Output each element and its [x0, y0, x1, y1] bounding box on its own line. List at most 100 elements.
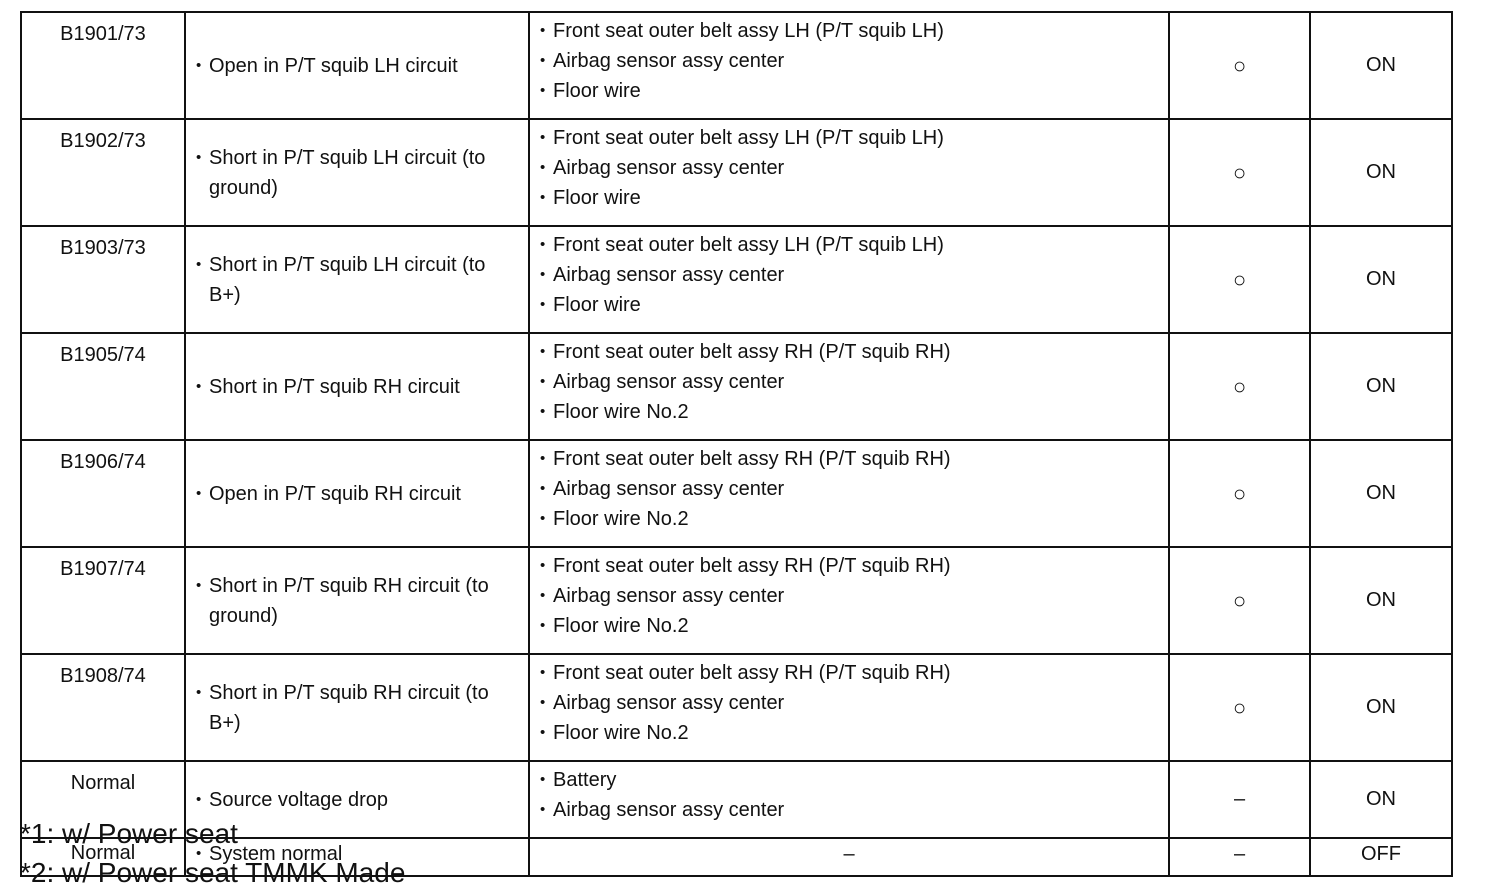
- bullet-icon: •: [196, 790, 202, 808]
- bullet-icon: •: [540, 771, 546, 788]
- bullet-icon: •: [540, 801, 546, 818]
- detection-mark-cell: ○: [1168, 118, 1311, 227]
- malfunction-cause-cell: •Short in P/T squib RH circuit (to B+): [184, 653, 530, 762]
- part-text: Floor wire No.2: [553, 401, 689, 423]
- bullet-icon: •: [540, 52, 546, 69]
- warning-light-status-cell: ON: [1309, 118, 1453, 227]
- cause-text: Short in P/T squib RH circuit (to ground…: [209, 574, 489, 627]
- bullet-icon: •: [540, 480, 546, 497]
- warning-light-status-cell: ON: [1309, 439, 1453, 548]
- table-row: B1908/74 •Short in P/T squib RH circuit …: [20, 653, 1453, 762]
- table-row: B1901/73 •Open in P/T squib LH circuit •…: [20, 11, 1453, 120]
- detection-mark-cell: ○: [1168, 11, 1311, 120]
- table-row: B1907/74 • Short in P/T squib RH circuit …: [20, 546, 1453, 655]
- dtc-code-cell: Normal: [20, 760, 186, 839]
- part-text: Front seat outer belt assy RH (P/T squib…: [553, 555, 951, 577]
- bullet-icon: •: [540, 189, 546, 206]
- bullet-icon: •: [540, 343, 546, 360]
- bullet-icon: •: [196, 56, 202, 74]
- bullet-icon: •: [540, 450, 546, 467]
- part-text: Front seat outer belt assy LH (P/T squib…: [553, 234, 944, 256]
- bullet-icon: •: [540, 664, 546, 681]
- bullet-icon: •: [540, 296, 546, 313]
- trouble-area-cell: • Front seat outer belt assy LH (P/T squi…: [528, 118, 1170, 227]
- bullet-icon: •: [196, 377, 202, 395]
- dtc-table: B1901/73 •Open in P/T squib LH circuit •…: [20, 11, 1453, 877]
- circle-mark-icon: ○: [1232, 480, 1247, 506]
- bullet-icon: •: [540, 266, 546, 283]
- malfunction-cause-cell: • Short in P/T squib RH circuit: [184, 332, 530, 441]
- table-row: B1902/73 • Short in P/T squib LH circuit …: [20, 118, 1453, 227]
- detection-mark-cell: –: [1168, 837, 1311, 877]
- warning-light-status-cell: ON: [1309, 225, 1453, 334]
- dtc-code-cell: B1905/74: [20, 332, 186, 441]
- dtc-code-cell: B1906/74: [20, 439, 186, 548]
- dtc-code-cell: B1903/73: [20, 225, 186, 334]
- part-text: Airbag sensor assy center: [553, 799, 785, 821]
- bullet-icon: •: [540, 22, 546, 39]
- cause-text: Open in P/T squib LH circuit: [209, 54, 458, 77]
- bullet-icon: •: [540, 587, 546, 604]
- dtc-code-cell: B1902/73: [20, 118, 186, 227]
- warning-light-status-cell: ON: [1309, 11, 1453, 120]
- malfunction-cause-cell: •System normal: [184, 837, 530, 877]
- circle-mark-icon: ○: [1232, 694, 1247, 720]
- cause-text: Source voltage drop: [209, 788, 389, 811]
- malfunction-cause-cell: • Short in P/T squib LH circuit (to groun…: [184, 118, 530, 227]
- detection-mark-cell: ○: [1168, 225, 1311, 334]
- bullet-icon: •: [196, 683, 202, 701]
- bullet-icon: •: [196, 576, 202, 594]
- circle-mark-icon: ○: [1232, 266, 1247, 292]
- trouble-area-cell: •Front seat outer belt assy RH (P/T squi…: [528, 332, 1170, 441]
- detection-mark-cell: ○: [1168, 439, 1311, 548]
- bullet-icon: •: [540, 159, 546, 176]
- trouble-area-cell: • Front seat outer belt assy RH (P/T squi…: [528, 439, 1170, 548]
- part-text: Floor wire: [553, 187, 641, 209]
- warning-light-status-cell: ON: [1309, 653, 1453, 762]
- circle-mark-icon: ○: [1232, 159, 1247, 185]
- part-text: Floor wire No.2: [553, 615, 689, 637]
- part-text: Front seat outer belt assy LH (P/T squib…: [553, 20, 944, 42]
- bullet-icon: •: [540, 403, 546, 420]
- warning-light-status-cell: OFF: [1309, 837, 1453, 877]
- dtc-code-cell: B1907/74: [20, 546, 186, 655]
- warning-light-status-cell: ON: [1309, 760, 1453, 839]
- circle-mark-icon: ○: [1232, 373, 1247, 399]
- bullet-icon: •: [540, 724, 546, 741]
- detection-mark-cell: –: [1168, 760, 1311, 839]
- bullet-icon: •: [540, 557, 546, 574]
- bullet-icon: •: [540, 510, 546, 527]
- part-text: Front seat outer belt assy RH (P/T squib…: [553, 448, 951, 470]
- part-text: Airbag sensor assy center: [553, 371, 785, 393]
- table-row: Normal •System normal – – OFF: [20, 837, 1453, 877]
- cause-text: Short in P/T squib RH circuit: [209, 375, 460, 398]
- trouble-area-cell: –: [528, 837, 1170, 877]
- cause-text: Open in P/T squib RH circuit: [209, 482, 461, 505]
- detection-mark-cell: ○: [1168, 653, 1311, 762]
- part-text: Floor wire No.2: [553, 722, 689, 744]
- warning-light-status-cell: ON: [1309, 546, 1453, 655]
- bullet-icon: •: [540, 129, 546, 146]
- cause-text: Short in P/T squib LH circuit (to ground…: [209, 146, 486, 199]
- malfunction-cause-cell: • Open in P/T squib LH circuit: [184, 11, 530, 120]
- table-row: Normal •Source voltage drop •Battery •Ai…: [20, 760, 1453, 839]
- part-text: Front seat outer belt assy LH (P/T squib…: [553, 127, 944, 149]
- footnote-1: *1: w/ Power seat: [20, 818, 238, 849]
- circle-mark-icon: ○: [1232, 52, 1247, 78]
- table-row: B1905/74 •Short in P/T squib RH circuit …: [20, 332, 1453, 441]
- part-text: Floor wire: [553, 294, 641, 316]
- table-row: B1903/73 •Short in P/T squib LH circuit …: [20, 225, 1453, 334]
- bullet-icon: •: [196, 845, 202, 862]
- part-text: Floor wire No.2: [553, 508, 689, 530]
- bullet-icon: •: [540, 694, 546, 711]
- bullet-icon: •: [196, 484, 202, 502]
- part-text: Airbag sensor assy center: [553, 50, 785, 72]
- malfunction-cause-cell: • Source voltage drop: [184, 760, 530, 839]
- part-text: Airbag sensor assy center: [553, 478, 785, 500]
- warning-light-status-cell: ON: [1309, 332, 1453, 441]
- dtc-code-cell: B1908/74: [20, 653, 186, 762]
- bullet-icon: •: [540, 617, 546, 634]
- bullet-icon: •: [196, 148, 202, 166]
- part-text: Airbag sensor assy center: [553, 585, 785, 607]
- bullet-icon: •: [540, 373, 546, 390]
